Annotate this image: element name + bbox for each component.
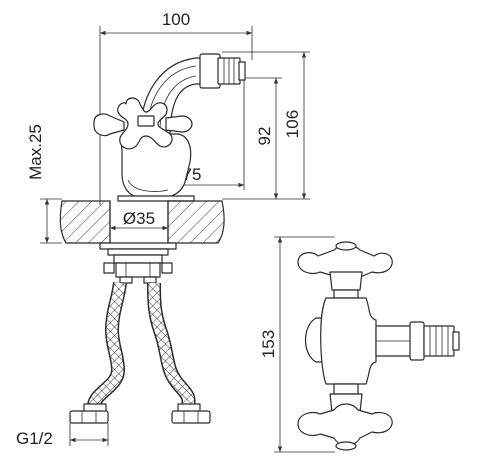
front-body <box>304 297 460 385</box>
flexible-hoses <box>87 282 196 408</box>
top-cross-handle <box>297 241 393 299</box>
dim-label-35: Ø35 <box>123 209 155 228</box>
cross-handle <box>93 97 193 150</box>
dim-bore-35: Ø35 <box>110 209 168 231</box>
mounting-surface <box>59 200 225 244</box>
dim-label-thread: G1/2 <box>16 429 53 448</box>
front-view: 153 <box>259 236 460 453</box>
dim-label-max25: Max.25 <box>26 124 45 180</box>
dim-height-106: 106 <box>222 51 310 200</box>
dim-label-153: 153 <box>259 330 278 358</box>
bottom-cross-handle <box>297 383 393 451</box>
hose-fittings <box>69 403 211 424</box>
fixing-assembly <box>99 242 177 284</box>
side-view: 100 75 92 106 Max.25 <box>16 10 310 448</box>
dim-thread: G1/2 <box>16 423 109 448</box>
dim-height-153: 153 <box>259 236 335 453</box>
dim-label-106: 106 <box>283 110 302 138</box>
dim-label-92: 92 <box>255 127 274 146</box>
body-base <box>117 195 195 202</box>
dim-max-25: Max.25 <box>26 124 62 244</box>
dim-label-100: 100 <box>162 10 190 29</box>
dim-height-92: 92 <box>230 77 282 199</box>
